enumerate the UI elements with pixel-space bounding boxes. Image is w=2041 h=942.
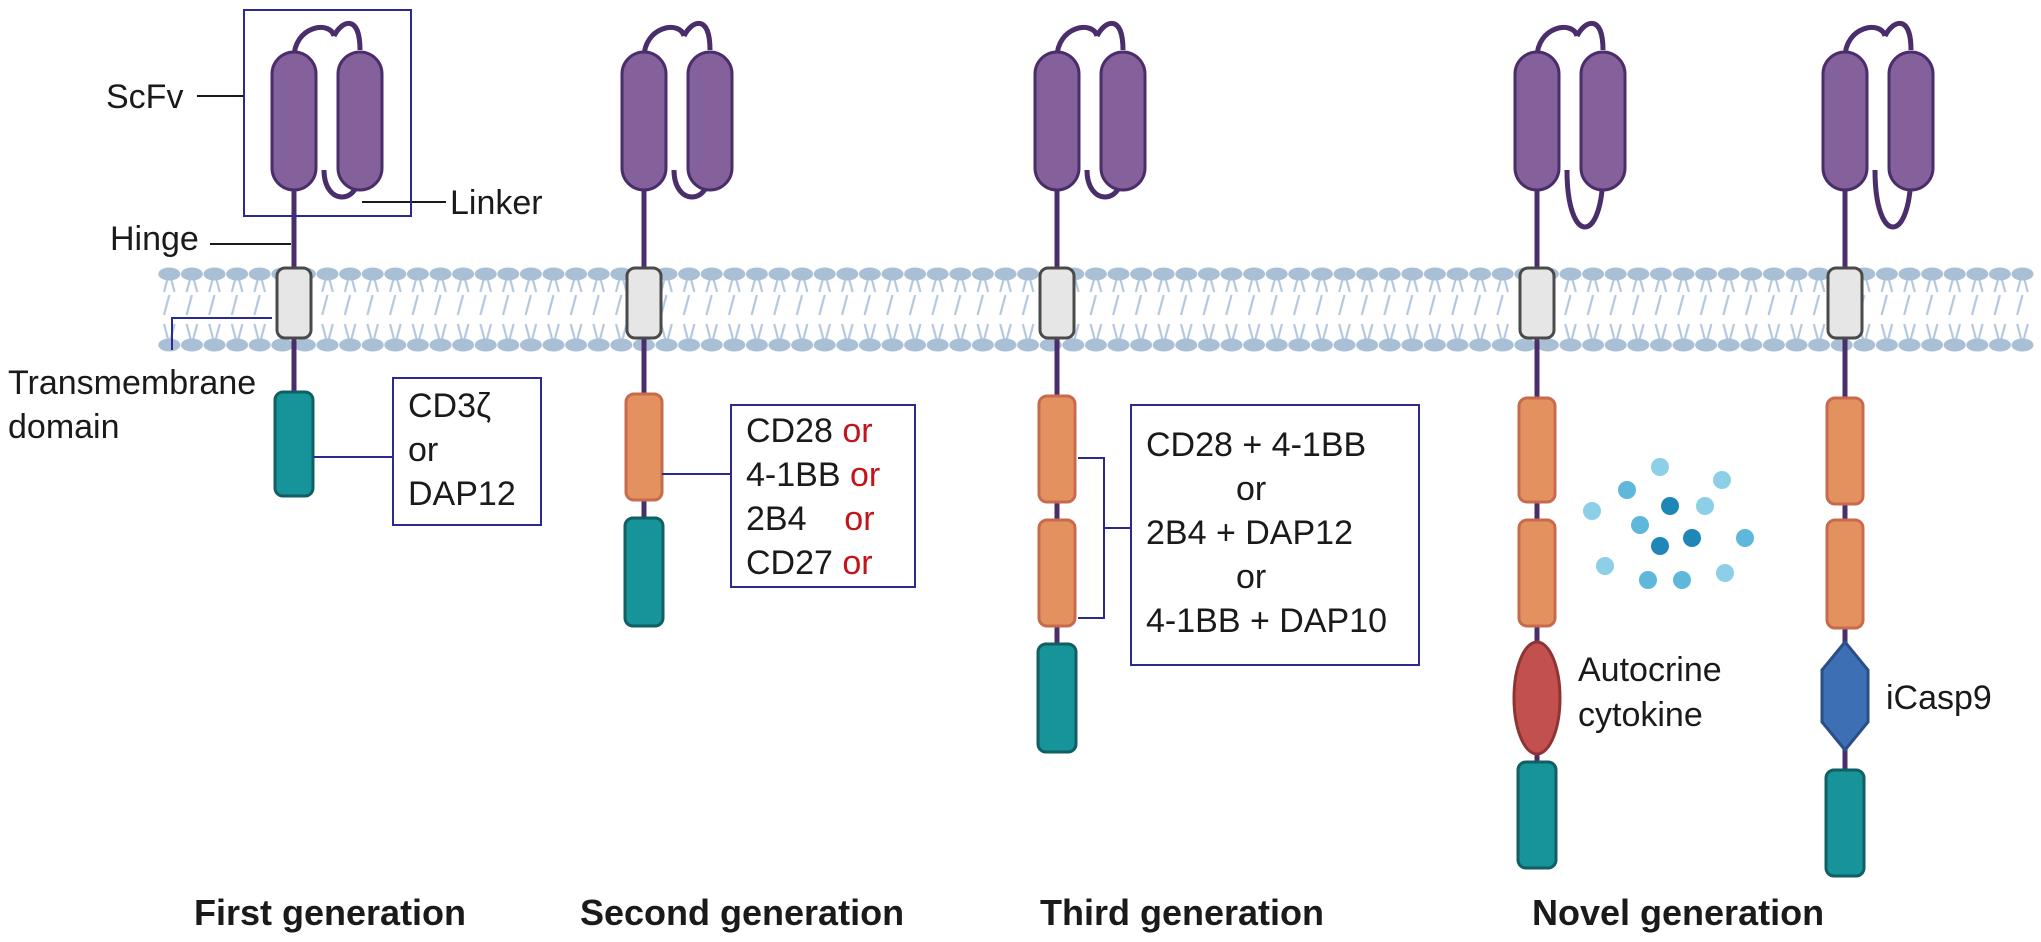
first-gen-or: or <box>408 431 439 469</box>
first-transmembrane-domain <box>275 266 313 340</box>
cell-membrane <box>158 262 2034 354</box>
second-costim-domain-1 <box>624 392 664 502</box>
novel-icasp9-costim-domain-2 <box>1825 518 1865 630</box>
novel-icasp9-transmembrane-domain <box>1826 266 1864 340</box>
novel-cytokine-linker-top <box>1574 20 1606 51</box>
third-transmembrane-domain <box>1038 266 1076 340</box>
third-scfv-vh-domain <box>1099 50 1147 192</box>
icasp9-label: iCasp9 <box>1886 679 1992 717</box>
scfv-label: ScFv <box>106 78 184 116</box>
third-gen-or-2: or <box>1236 558 1267 596</box>
novel-cytokine-scfv-vl-domain <box>1513 50 1561 192</box>
annotation-lines <box>197 95 446 245</box>
novel-cytokine-cd3z-domain-4 <box>1516 760 1558 870</box>
second-cd3z-domain-2 <box>623 516 665 628</box>
second-generation-label: Second generation <box>580 892 905 933</box>
novel-cytokine-costim-domain-1 <box>1517 396 1557 504</box>
second-scfv-vh-domain <box>686 50 734 192</box>
first-generation-label: First generation <box>194 892 467 933</box>
second-gen-row-2b4: 2B4 or <box>746 500 875 538</box>
second-gen-row-cd27: CD27 or <box>746 544 873 582</box>
novel-cytokine-costim-domain-2 <box>1517 518 1557 628</box>
first-scfv-vl-domain <box>270 50 318 192</box>
car-constructs <box>270 20 1935 878</box>
novel-cytokine-scfv-vh-domain <box>1579 50 1627 192</box>
autocrine-label-line2: cytokine <box>1578 696 1703 734</box>
transmembrane-label-line2: domain <box>8 408 120 446</box>
second-linker-top <box>681 20 713 51</box>
first-cd3z-domain-1 <box>273 390 315 498</box>
second-gen-row-cd28: CD28 or <box>746 412 873 450</box>
third-costim-domain-2 <box>1037 518 1077 628</box>
novel-cytokine-cytokine-domain-3 <box>1512 640 1562 756</box>
transmembrane-leader-line <box>171 317 272 350</box>
novel-icasp9-linker-loop <box>1842 25 1914 230</box>
first-linker-top <box>331 20 363 51</box>
third-costim-domain-1 <box>1037 394 1077 504</box>
third-generation-label: Third generation <box>1040 892 1325 933</box>
second-gen-signal-box: CD28 or 4-1BB or 2B4 or CD27 or <box>730 404 916 588</box>
first-gen-signal-box: CD3ζ or DAP12 <box>392 377 542 526</box>
novel-generation-label: Novel generation <box>1532 892 1825 933</box>
third-cd3z-domain-3 <box>1036 642 1078 754</box>
first-gen-dap12: DAP12 <box>408 475 516 513</box>
third-gen-2b4-dap12: 2B4 + DAP12 <box>1146 514 1353 552</box>
second-gen-row-41bb: 4-1BB or <box>746 456 881 494</box>
novel-icasp9-linker-top <box>1882 20 1914 51</box>
second-transmembrane-domain <box>625 266 663 340</box>
second-scfv-vl-domain <box>620 50 668 192</box>
third-scfv-vl-domain <box>1033 50 1081 192</box>
novel-icasp9-costim-domain-1 <box>1825 396 1865 506</box>
transmembrane-label-line1: Transmembrane <box>8 364 257 402</box>
first-gen-cd3z: CD3ζ <box>408 387 492 425</box>
novel-cytokine-linker-loop <box>1534 25 1606 230</box>
novel-cytokine-transmembrane-domain <box>1518 266 1556 340</box>
novel-icasp9-scfv-vh-domain <box>1887 50 1935 192</box>
autocrine-label-line1: Autocrine <box>1578 651 1722 689</box>
scfv-highlight-box <box>243 9 412 217</box>
third-gen-41bb-dap10: 4-1BB + DAP10 <box>1146 602 1387 640</box>
hinge-label: Hinge <box>110 220 199 258</box>
first-scfv-vh-domain <box>336 50 384 192</box>
third-gen-signal-box: CD28 + 4-1BB or 2B4 + DAP12 or 4-1BB + D… <box>1130 404 1420 666</box>
third-gen-or-1: or <box>1236 470 1267 508</box>
novel-icasp9-cd3z-domain-4 <box>1824 768 1866 878</box>
linker-label: Linker <box>450 184 543 222</box>
third-gen-bracket <box>1078 457 1105 619</box>
cytokine-dots <box>1583 458 1754 589</box>
novel-icasp9-scfv-vl-domain <box>1821 50 1869 192</box>
third-linker-top <box>1094 20 1126 51</box>
novel-icasp9-icasp9-domain-3 <box>1820 639 1870 753</box>
third-gen-cd28-41bb: CD28 + 4-1BB <box>1146 426 1367 464</box>
